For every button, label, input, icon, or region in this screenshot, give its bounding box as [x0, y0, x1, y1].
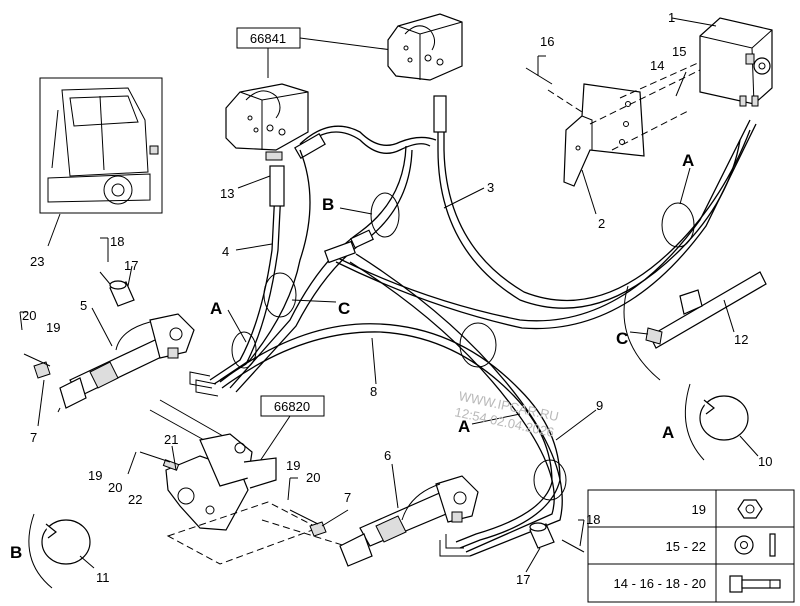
- clamp-11: [28, 513, 91, 589]
- reference-box-66820[interactable]: 66820: [260, 395, 325, 417]
- section-letter-a: A: [458, 417, 470, 436]
- callout-3: 3: [487, 180, 494, 195]
- callout-19b: 19: [88, 468, 102, 483]
- hex-nut-icon: [737, 499, 763, 519]
- callout-12: 12: [734, 332, 748, 347]
- clamp-10: [684, 383, 749, 461]
- callout-20c: 20: [306, 470, 320, 485]
- bolt-icon: [729, 575, 781, 593]
- reference-box-66841[interactable]: 66841: [236, 27, 301, 49]
- section-letter-a: A: [682, 151, 694, 170]
- callout-17b: 17: [516, 572, 530, 587]
- lower-valve-block: [225, 83, 309, 161]
- callout-19c: 19: [286, 458, 300, 473]
- lever-assembly: [149, 399, 277, 531]
- callout-16: 16: [540, 34, 554, 49]
- section-letter-c: C: [616, 329, 628, 348]
- callout-8: 8: [370, 384, 377, 399]
- hose-assemblies: [189, 95, 757, 557]
- section-letters: A A A A B B C C: [10, 151, 694, 562]
- junction-box: [699, 17, 773, 107]
- clamp-markers: [231, 192, 695, 501]
- callout-14: 14: [650, 58, 664, 73]
- callout-13: 13: [220, 186, 234, 201]
- section-letter-a: A: [210, 299, 222, 318]
- legend-row-label: 14 - 16 - 18 - 20: [614, 576, 707, 591]
- callout-6: 6: [384, 448, 391, 463]
- callout-9: 9: [596, 398, 603, 413]
- callout-11: 11: [96, 570, 110, 585]
- callout-7b: 7: [344, 490, 351, 505]
- callout-22: 22: [128, 492, 142, 507]
- ref-66841-text: 66841: [250, 31, 286, 46]
- upper-valve-block: [387, 13, 463, 81]
- cylinder-5: [59, 313, 195, 409]
- callout-10: 10: [758, 454, 772, 469]
- callout-18a: 18: [110, 234, 124, 249]
- cylinder-6: [339, 475, 479, 567]
- small-fasteners: [23, 271, 585, 553]
- callout-19a: 19: [46, 320, 60, 335]
- callout-7a: 7: [30, 430, 37, 445]
- legend-row-label: 19: [692, 502, 706, 517]
- callout-20b: 20: [108, 480, 122, 495]
- callout-1: 1: [668, 10, 675, 25]
- fastener-legend: 19 15 - 22 14 - 16 - 18 - 20: [587, 489, 795, 603]
- ref-66820-text: 66820: [274, 399, 310, 414]
- section-letter-a: A: [662, 423, 674, 442]
- callout-15: 15: [672, 44, 686, 59]
- callout-18b: 18: [586, 512, 600, 527]
- mounting-bracket: [563, 83, 645, 187]
- leader-lines: [19, 17, 759, 573]
- washer-pin-icon: [734, 533, 776, 557]
- callout-labels: 1 2 3 4 5 6 7 7 8 9 10 11 12 13 14 15 16…: [22, 10, 772, 587]
- callout-5: 5: [80, 298, 87, 313]
- section-letter-c: C: [338, 299, 350, 318]
- callout-23: 23: [30, 254, 44, 269]
- callout-21: 21: [164, 432, 178, 447]
- section-letter-b: B: [322, 195, 334, 214]
- callout-4: 4: [222, 244, 229, 259]
- callout-2: 2: [598, 216, 605, 231]
- cable-tie-12: [623, 271, 767, 381]
- section-letter-b: B: [10, 543, 22, 562]
- callout-17a: 17: [124, 258, 138, 273]
- cab-inset: [39, 77, 163, 247]
- legend-row-label: 15 - 22: [666, 539, 706, 554]
- callout-20a: 20: [22, 308, 36, 323]
